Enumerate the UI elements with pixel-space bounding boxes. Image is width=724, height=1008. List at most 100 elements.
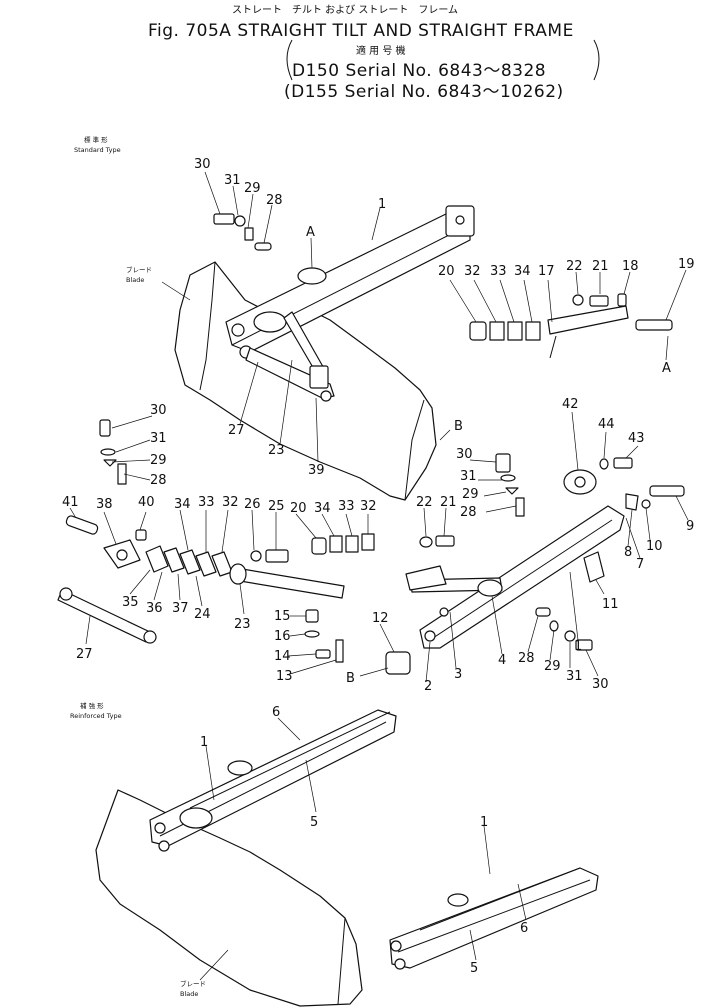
callout-30-mid-left: 30 [150, 403, 167, 418]
callout-27-mid: 27 [76, 647, 93, 662]
fastener-group-middle-right [311, 453, 525, 555]
callout-18: 18 [622, 259, 639, 274]
exploded-group-right [469, 293, 673, 359]
exploded-group-left [65, 419, 289, 577]
callout-5-right: 5 [470, 961, 478, 976]
callout-28-right: 28 [518, 651, 535, 666]
callout-35: 35 [122, 595, 139, 610]
leader-lines [69, 171, 689, 961]
callout-32-mid: 32 [222, 495, 239, 510]
callout-26: 26 [244, 497, 261, 512]
callout-33-mid: 33 [198, 495, 215, 510]
serial-d155: (D155 Serial No. 6843～10262) [284, 82, 564, 102]
tilt-brace-middle [57, 563, 345, 644]
callout-3: 3 [454, 667, 462, 682]
callout-20: 20 [438, 264, 455, 279]
callout-34: 34 [514, 264, 531, 279]
callout-36: 36 [146, 601, 163, 616]
callout-13: 13 [276, 669, 293, 684]
callout-31-mid-right: 31 [460, 469, 477, 484]
callout-8: 8 [624, 545, 632, 560]
blade-lower: ブレード Blade [95, 789, 363, 1007]
bracket-left [286, 39, 293, 81]
callout-4: 4 [498, 653, 506, 668]
callout-33: 33 [490, 264, 507, 279]
frame-arm-reinforced-left [149, 709, 397, 852]
callout-30: 30 [194, 157, 211, 172]
standard-type-jp: 標 準 形 [84, 135, 108, 144]
blade-label-jp-upper: ブレード [126, 265, 152, 274]
callout-34-mid: 34 [174, 497, 191, 512]
callout-19: 19 [678, 257, 695, 272]
blade-label-en-upper: Blade [126, 276, 144, 284]
marker-a-upper: A [306, 225, 315, 240]
callout-16: 16 [274, 629, 291, 644]
callout-14: 14 [274, 649, 291, 664]
reinforced-type-en: Reinforced Type [70, 712, 122, 720]
callout-40: 40 [138, 495, 155, 510]
callout-28: 28 [266, 193, 283, 208]
callout-31-mid-left: 31 [150, 431, 167, 446]
callout-30-right: 30 [592, 677, 609, 692]
callout-17: 17 [538, 264, 555, 279]
callout-44: 44 [598, 417, 615, 432]
applicable-label: 適 用 号 機 [356, 44, 406, 57]
callout-7: 7 [636, 557, 644, 572]
reinforced-type-jp: 補 強 形 [80, 701, 104, 710]
fastener-group-upper [213, 213, 272, 251]
callout-38: 38 [96, 497, 113, 512]
frame-arm-reinforced-right [389, 867, 599, 970]
callout-33-mid-right: 33 [338, 499, 355, 514]
callout-23-mid: 23 [234, 617, 251, 632]
callout-5-left: 5 [310, 815, 318, 830]
callout-30-mid-right: 30 [456, 447, 473, 462]
marker-b-mid: B [346, 671, 355, 686]
callout-31-right: 31 [566, 669, 583, 684]
callout-1-lower-left: 1 [200, 735, 208, 750]
callout-24: 24 [194, 607, 211, 622]
callout-21-mid: 21 [440, 495, 457, 510]
marker-b-upper: B [454, 419, 463, 434]
callout-1-mid: 1 [574, 639, 582, 654]
callout-37: 37 [172, 601, 189, 616]
view-markers: A A B B [306, 225, 671, 686]
callout-29-mid-right: 29 [462, 487, 479, 502]
callout-31: 31 [224, 173, 241, 188]
serial-d150: D150 Serial No. 6843～8328 [292, 61, 546, 81]
callout-43: 43 [628, 431, 645, 446]
callout-27-upper: 27 [228, 423, 245, 438]
callout-28-mid-right: 28 [460, 505, 477, 520]
callout-21: 21 [592, 259, 609, 274]
callout-11: 11 [602, 597, 619, 612]
frame-arm-middle [405, 505, 625, 651]
bracket-right [593, 39, 600, 81]
callout-22-mid: 22 [416, 495, 433, 510]
callout-2: 2 [424, 679, 432, 694]
callout-6-right: 6 [520, 921, 528, 936]
callout-42: 42 [562, 397, 579, 412]
figure-title: Fig. 705A STRAIGHT TILT AND STRAIGHT FRA… [148, 21, 574, 41]
callout-32: 32 [464, 264, 481, 279]
header: ストレート チルト および ストレート フレーム Fig. 705A STRAI… [148, 4, 600, 102]
callout-25: 25 [268, 499, 285, 514]
callout-29-right: 29 [544, 659, 561, 674]
callout-29-mid-left: 29 [150, 453, 167, 468]
callout-28-mid-left: 28 [150, 473, 167, 488]
callout-34-mid-right: 34 [314, 501, 331, 516]
standard-type-en: Standard Type [74, 146, 121, 154]
callout-32-mid-right: 32 [360, 499, 377, 514]
callout-6-left: 6 [272, 705, 280, 720]
callout-12: 12 [372, 611, 389, 626]
callout-15: 15 [274, 609, 291, 624]
callout-1: 1 [378, 197, 386, 212]
callout-20-mid: 20 [290, 501, 307, 516]
marker-a-right: A [662, 361, 671, 376]
callout-numbers: 30 31 29 28 1 20 32 33 34 17 22 21 18 19… [62, 157, 695, 976]
callout-29: 29 [244, 181, 261, 196]
pivot-parts-right [563, 457, 685, 511]
callout-41: 41 [62, 495, 79, 510]
callout-22: 22 [566, 259, 583, 274]
callout-9: 9 [686, 519, 694, 534]
callout-39: 39 [308, 463, 325, 478]
